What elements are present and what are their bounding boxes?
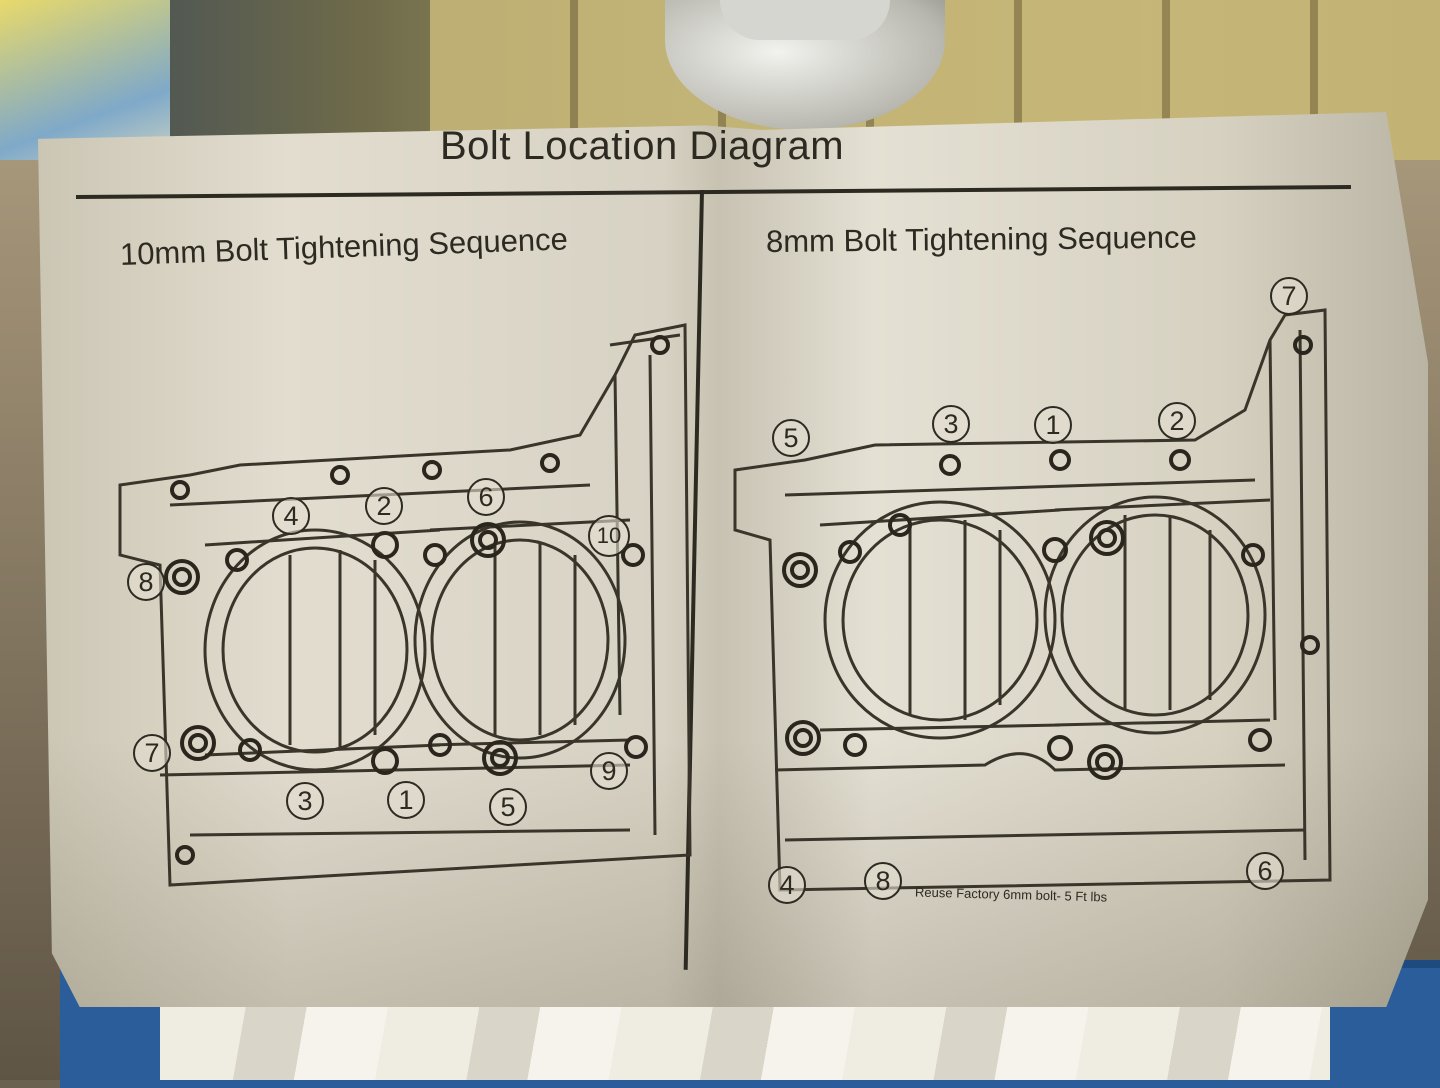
left-callout-2: 2 xyxy=(365,487,403,525)
right-callout-3: 3 xyxy=(932,405,970,443)
left-callout-8: 8 xyxy=(127,563,165,601)
left-callout-5: 5 xyxy=(489,788,527,826)
left-callout-10: 10 xyxy=(588,515,630,557)
right-callout-6: 6 xyxy=(1246,852,1284,890)
sheet-title: Bolt Location Diagram xyxy=(440,124,845,168)
right-callout-2: 2 xyxy=(1158,402,1196,440)
left-callout-6: 6 xyxy=(467,478,505,516)
left-callout-3: 3 xyxy=(286,782,324,820)
right-callout-8: 8 xyxy=(864,862,902,900)
left-engine-block-diagram xyxy=(118,323,692,887)
right-callout-5: 5 xyxy=(772,419,810,457)
right-panel-heading: 8mm Bolt Tightening Sequence xyxy=(765,219,1197,259)
right-engine-block-diagram xyxy=(733,308,1332,892)
left-callout-1: 1 xyxy=(387,781,425,819)
left-callout-7: 7 xyxy=(133,734,171,772)
right-callout-4: 4 xyxy=(768,866,806,904)
spray-bottle-neck xyxy=(720,0,890,40)
left-callout-9: 9 xyxy=(590,752,628,790)
left-callout-4: 4 xyxy=(272,497,310,535)
right-callout-1: 1 xyxy=(1034,406,1072,444)
right-callout-7: 7 xyxy=(1270,277,1308,315)
